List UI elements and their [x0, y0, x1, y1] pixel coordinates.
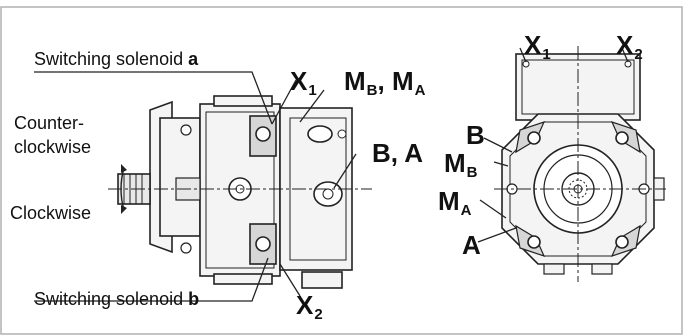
label-switching-solenoid-a: Switching solenoid a: [34, 49, 199, 69]
solenoid-b-bolt: [255, 236, 271, 252]
front-view: [501, 53, 665, 275]
label-front-a: A: [462, 230, 481, 260]
rotation-arrow-top: [121, 164, 127, 173]
diagram-frame: [0, 6, 683, 335]
label-side-x1: X1: [290, 66, 317, 99]
port-mb: [307, 125, 333, 143]
label-mb-ma: MB, MA: [344, 66, 426, 99]
label-b-a: B, A: [372, 138, 424, 168]
side-leaders: [34, 71, 357, 302]
front-leaders: [477, 47, 629, 243]
pump-drawing: [0, 6, 683, 335]
side-view: [117, 95, 353, 289]
rotation-arrow-bottom: [121, 205, 127, 214]
label-front-mb: MB: [444, 148, 478, 181]
solenoid-a-bolt: [255, 126, 271, 142]
label-front-b: B: [466, 120, 485, 150]
label-front-x2: X2: [616, 30, 643, 63]
label-front-x1: X1: [524, 30, 551, 63]
bottom-port: [301, 271, 343, 289]
label-counter-clockwise-line1: Counter-: [14, 113, 85, 133]
label-front-ma: MA: [438, 186, 472, 219]
housing-top-rib: [213, 95, 273, 107]
label-clockwise: Clockwise: [10, 203, 92, 223]
label-side-x2: X2: [296, 290, 323, 323]
frame-border: [0, 6, 683, 335]
label-switching-solenoid-b: Switching solenoid b: [34, 289, 200, 309]
label-counter-clockwise-line2: clockwise: [14, 137, 92, 157]
flange-body: [159, 117, 201, 237]
housing-bottom-rib: [213, 273, 273, 285]
